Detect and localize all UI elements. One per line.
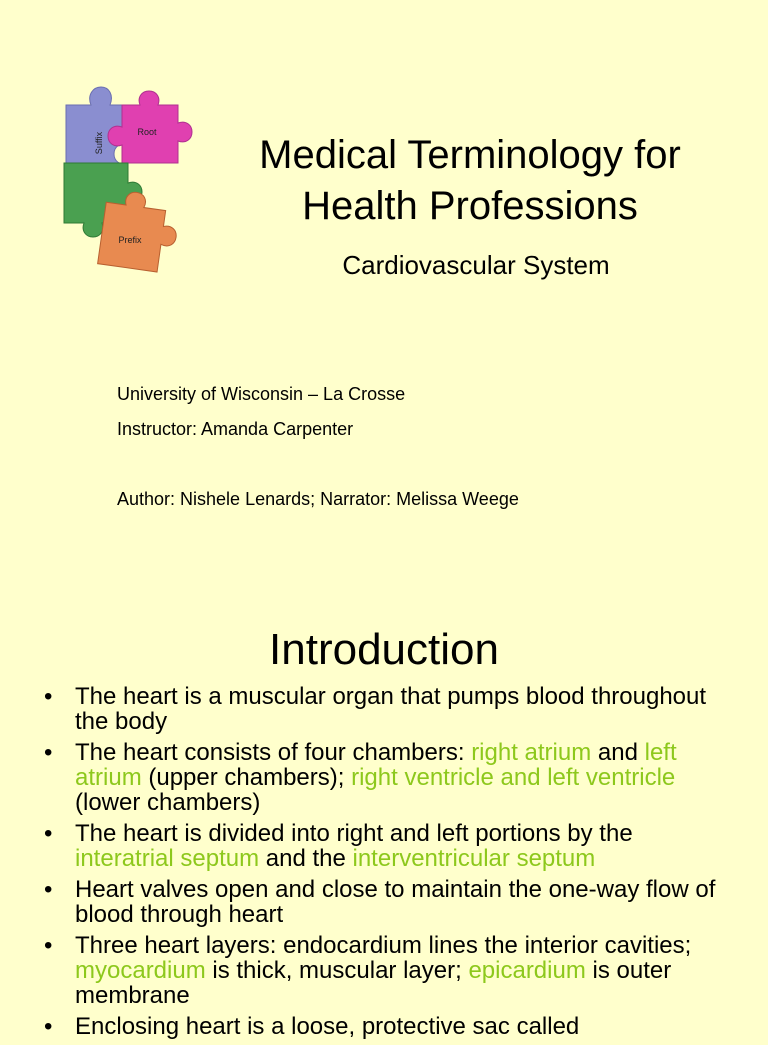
bullet-text: (lower chambers) <box>75 789 261 816</box>
bullet-dot-icon: • <box>44 683 53 710</box>
suffix-label: Suffix <box>94 131 104 154</box>
puzzle-pieces-logo: Suffix Root Prefix <box>63 86 193 273</box>
highlighted-term: right atrium <box>471 739 592 766</box>
bullet-text: Three heart layers: endocardium lines th… <box>75 932 692 959</box>
prefix-label: Prefix <box>118 235 142 245</box>
bullet-text: and the <box>259 845 353 872</box>
introduction-slide: Introduction • The heart is a muscular or… <box>0 576 768 1039</box>
bullet-dot-icon: • <box>44 820 53 847</box>
credits-text: Author: Nishele Lenards; Narrator: Melis… <box>117 489 519 509</box>
highlighted-term: myocardium <box>75 957 206 984</box>
highlighted-term: interatrial septum <box>75 845 260 872</box>
bullet-dot-icon: • <box>44 739 53 766</box>
title-line-1: Medical Terminology for <box>259 133 681 177</box>
bullet-item: • Heart valves open and close to maintain… <box>44 877 734 927</box>
highlighted-term: epicardium <box>468 957 586 984</box>
bullet-text: The heart consists of four chambers: <box>75 739 472 766</box>
root-label: Root <box>137 127 157 137</box>
bullet-item: • The heart is divided into right and lef… <box>44 821 734 871</box>
subtitle: Cardiovascular System <box>342 250 610 280</box>
presentation-title: Medical Terminology for Health Professio… <box>225 130 715 232</box>
bullet-item: • The heart consists of four chambers: ri… <box>44 740 734 815</box>
highlighted-term: right ventricle and left ventricle <box>351 764 676 791</box>
bullet-text: is outer membrane <box>75 957 672 1009</box>
bullet-item: • Three heart layers: endocardium lines t… <box>44 933 734 1008</box>
title-line-2: Health Professions <box>302 184 638 228</box>
bullet-text: The heart is a muscular organ that pumps… <box>75 683 707 735</box>
highlighted-term: interventricular septum <box>352 845 596 872</box>
bullet-dot-icon: • <box>44 1013 53 1040</box>
title-slide: Suffix Root Prefix Medical Terminology f… <box>63 86 715 509</box>
bullet-text: (upper chambers); <box>141 764 352 791</box>
university-text: University of Wisconsin – La Crosse <box>117 384 406 404</box>
bullet-item: • Enclosing heart is a loose, protective … <box>44 1014 734 1039</box>
root-puzzle-piece-icon <box>107 90 193 164</box>
bullet-item: • The heart is a muscular organ that pump… <box>44 684 734 734</box>
bullet-text: and <box>591 739 645 766</box>
bullet-text: The heart is divided into right and left… <box>75 820 633 847</box>
instructor-text: Instructor: Amanda Carpenter <box>117 419 354 439</box>
bullet-list: • The heart is a muscular organ that pump… <box>44 684 734 1045</box>
bullet-text: is thick, muscular layer; <box>205 957 469 984</box>
slide-heading: Introduction <box>269 625 499 674</box>
highlighted-term: left atrium <box>75 739 677 791</box>
bullet-dot-icon: • <box>44 932 53 959</box>
bullet-dot-icon: • <box>44 876 53 903</box>
bullet-text: Heart valves open and close to maintain … <box>75 876 716 928</box>
bullet-text: Enclosing heart is a loose, protective s… <box>75 1013 580 1040</box>
prefix-puzzle-piece-icon <box>97 191 177 273</box>
